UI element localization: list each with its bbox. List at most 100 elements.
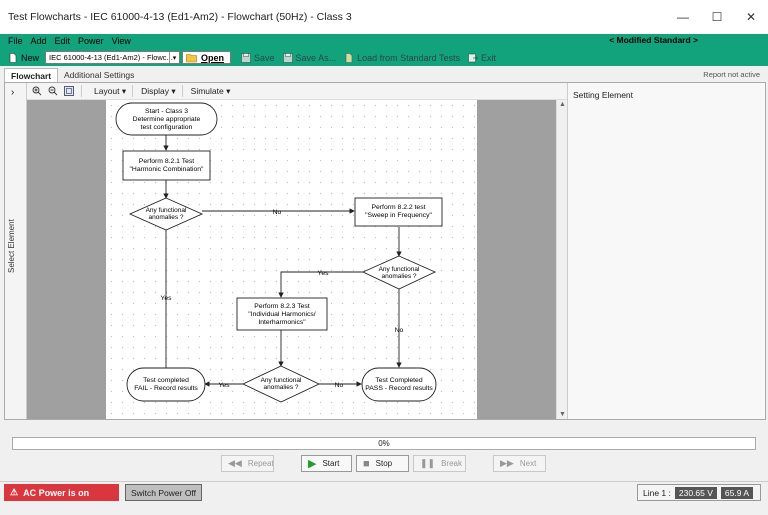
flowchart-decision-1-node[interactable]: Any functional anomalies ? — [128, 197, 204, 231]
maximize-button[interactable]: ☐ — [711, 10, 723, 24]
node-text: anomalies ? — [263, 384, 298, 391]
ac-power-status: ⚠ AC Power is on — [4, 484, 119, 501]
menu-view[interactable]: View — [111, 36, 131, 46]
exit-label: Exit — [480, 52, 496, 63]
menu-power[interactable]: Power — [78, 36, 104, 46]
node-text: Any functional — [261, 377, 302, 384]
edge-label-yes: Yes — [317, 270, 329, 277]
test-controls: ◀◀ Repeat ▶ Start ■ Stop ❚❚ Break ▶▶ Nex… — [0, 455, 768, 473]
node-text: Determine appropriate — [133, 116, 201, 123]
edge-label-no: No — [395, 327, 404, 334]
save-button[interactable]: Save — [241, 53, 275, 63]
zoom-in-icon[interactable] — [31, 85, 43, 97]
open-button[interactable]: Open — [182, 51, 232, 64]
node-text: test configuration — [141, 124, 193, 131]
flowchart-test-822-node[interactable]: Perform 8.2.2 test "Sweep in Frequency" — [354, 197, 443, 227]
line-label: Line 1 : — [643, 487, 671, 498]
rewind-icon: ◀◀ — [228, 458, 242, 468]
node-text: Any functional — [379, 266, 420, 273]
new-document-icon — [9, 52, 17, 63]
node-text: "Harmonic Combination" — [130, 166, 205, 173]
main-toolbar: New IEC 61000-4-13 (Ed1-Am2) - Flowc... … — [0, 49, 496, 66]
folder-open-icon — [186, 53, 197, 62]
start-label: Start — [322, 459, 340, 468]
chevron-down-icon: ▾ — [169, 52, 179, 63]
test-progress-bar: 0% — [12, 437, 756, 450]
process-shape — [354, 197, 443, 227]
node-text: Start - Class 3 — [145, 108, 188, 115]
flowchart-test-823-node[interactable]: Perform 8.2.3 Test "Individual Harmonics… — [236, 297, 328, 331]
flowchart-canvas[interactable]: Start - Class 3 Determine appropriate te… — [27, 100, 556, 419]
select-element-label[interactable]: Select Element — [7, 219, 16, 273]
setting-element-panel: Setting Element — [567, 83, 765, 419]
exit-icon — [468, 53, 478, 62]
line-measurement: Line 1 : 230.65 V 65.9 A — [637, 484, 761, 501]
status-bar: ⚠ AC Power is on Switch Power Off Line 1… — [0, 481, 768, 502]
next-button[interactable]: ▶▶ Next — [493, 455, 546, 472]
node-text: "Individual Harmonics/ — [248, 311, 315, 318]
save-icon — [241, 52, 251, 63]
flowchart-fail-node[interactable]: Test completed FAIL - Record results — [126, 367, 206, 402]
close-button[interactable]: ✕ — [745, 10, 757, 24]
new-button[interactable]: New — [8, 53, 39, 63]
save-as-label: Save As... — [295, 52, 337, 63]
standard-select-value: IEC 61000-4-13 (Ed1-Am2) - Flowc... — [49, 53, 173, 62]
flowchart-test-821-node[interactable]: Perform 8.2.1 Test "Harmonic Combination… — [122, 150, 211, 181]
scroll-down-icon[interactable]: ▼ — [559, 411, 566, 418]
node-text: Perform 8.2.3 Test — [254, 303, 310, 310]
decision-shape — [128, 197, 204, 231]
save-as-button[interactable]: Save As... — [282, 52, 337, 63]
simulate-dropdown[interactable]: Simulate ▾ — [190, 85, 231, 96]
connector — [278, 271, 363, 298]
exit-button[interactable]: Exit — [468, 53, 496, 63]
scroll-up-icon[interactable]: ▲ — [559, 101, 566, 108]
start-button[interactable]: ▶ Start — [301, 455, 352, 472]
process-shape — [236, 297, 328, 331]
edge-label-yes: Yes — [218, 382, 230, 389]
toolbar-divider — [132, 85, 134, 97]
flowchart-page: Start - Class 3 Determine appropriate te… — [106, 100, 477, 419]
save-as-icon — [282, 52, 293, 63]
standard-select[interactable]: IEC 61000-4-13 (Ed1-Am2) - Flowc... ▾ — [45, 51, 181, 64]
load-standard-button[interactable]: Load from Standard Tests — [344, 53, 460, 63]
zoom-out-icon[interactable] — [47, 85, 59, 97]
tab-additional-settings[interactable]: Additional Settings — [64, 70, 135, 80]
menu-file[interactable]: File — [8, 36, 23, 46]
menu-add[interactable]: Add — [30, 36, 47, 46]
repeat-label: Repeat — [247, 459, 274, 468]
node-text: Any functional — [146, 207, 187, 214]
report-status: Report not active — [703, 70, 760, 79]
edge-label-no: No — [273, 209, 282, 216]
repeat-button[interactable]: ◀◀ Repeat — [221, 455, 274, 472]
vertical-scrollbar[interactable]: ▲ ▼ — [556, 100, 567, 419]
node-text: Test Completed — [375, 377, 422, 384]
flowchart-diagram: Start - Class 3 Determine appropriate te… — [115, 102, 443, 403]
terminator-shape — [115, 102, 218, 136]
flowchart-pass-node[interactable]: Test Completed PASS - Record results — [361, 367, 437, 402]
progress-text: 0% — [378, 439, 390, 448]
next-label: Next — [519, 459, 537, 468]
switch-power-off-button[interactable]: Switch Power Off — [125, 484, 202, 501]
edge-label-yes: Yes — [160, 295, 172, 302]
flowchart-start-node[interactable]: Start - Class 3 Determine appropriate te… — [115, 102, 218, 136]
break-button[interactable]: ❚❚ Break — [413, 455, 466, 472]
flowchart-decision-3-node[interactable]: Any functional anomalies ? — [241, 365, 321, 403]
decision-shape — [361, 255, 437, 290]
node-text: "Sweep in Frequency" — [365, 212, 432, 219]
layout-dropdown[interactable]: Layout ▾ — [94, 85, 127, 96]
chevron-right-icon[interactable]: › — [11, 87, 15, 98]
menu-edit[interactable]: Edit — [54, 36, 71, 46]
tab-flowchart[interactable]: Flowchart — [4, 68, 59, 82]
terminator-shape — [126, 367, 206, 402]
flowchart-panel: › Select Element Layout ▾ Display ▾ Simu… — [4, 82, 766, 420]
display-dropdown[interactable]: Display ▾ — [141, 85, 176, 96]
edge-label-no: No — [335, 382, 344, 389]
node-text: Test completed — [143, 377, 189, 384]
decision-shape — [241, 365, 321, 403]
minimize-button[interactable]: — — [677, 10, 689, 24]
flowchart-decision-2-node[interactable]: Any functional anomalies ? — [361, 255, 437, 290]
stop-button[interactable]: ■ Stop — [356, 455, 409, 472]
process-shape — [122, 150, 211, 181]
fit-page-icon[interactable] — [63, 85, 75, 97]
toolbar-divider — [181, 85, 183, 97]
